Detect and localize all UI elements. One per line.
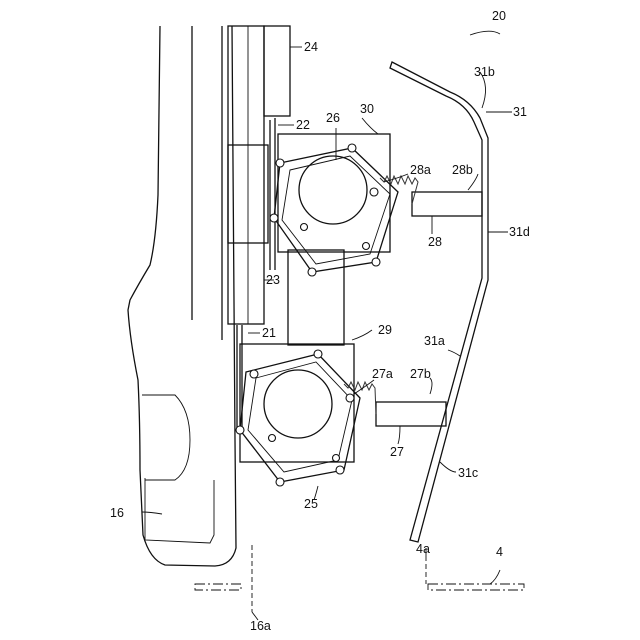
label-24: 24 [304,40,318,54]
floor-4 [195,545,524,612]
frame-rails [192,26,344,345]
label-16a: 16a [250,619,271,633]
label-31a: 31a [424,334,445,348]
label-28b: 28b [452,163,473,177]
label-28: 28 [428,235,442,249]
label-22: 22 [296,118,310,132]
label-31: 31 [513,105,527,119]
label-30: 30 [360,102,374,116]
label-21: 21 [262,326,276,340]
label-28a: 28a [410,163,431,177]
label-25: 25 [304,497,318,511]
upper-plunger-28 [380,176,482,216]
label-4a: 4a [416,542,430,556]
label-31b: 31b [474,65,495,79]
label-27a: 27a [372,367,393,381]
lower-roller-25 [236,350,360,486]
label-26: 26 [326,111,340,125]
label-27: 27 [390,445,404,459]
label-31d: 31d [509,225,530,239]
label-29: 29 [378,323,392,337]
lower-box-29 [240,344,354,462]
label-27b: 27b [410,367,431,381]
label-20: 20 [492,9,506,23]
blade-16 [128,26,236,566]
label-23: 23 [266,273,280,287]
upper-roller-26 [270,144,398,276]
label-16: 16 [110,506,124,520]
label-31c: 31c [458,466,478,480]
label-4: 4 [496,545,503,559]
upper-rail-24 [264,26,290,116]
